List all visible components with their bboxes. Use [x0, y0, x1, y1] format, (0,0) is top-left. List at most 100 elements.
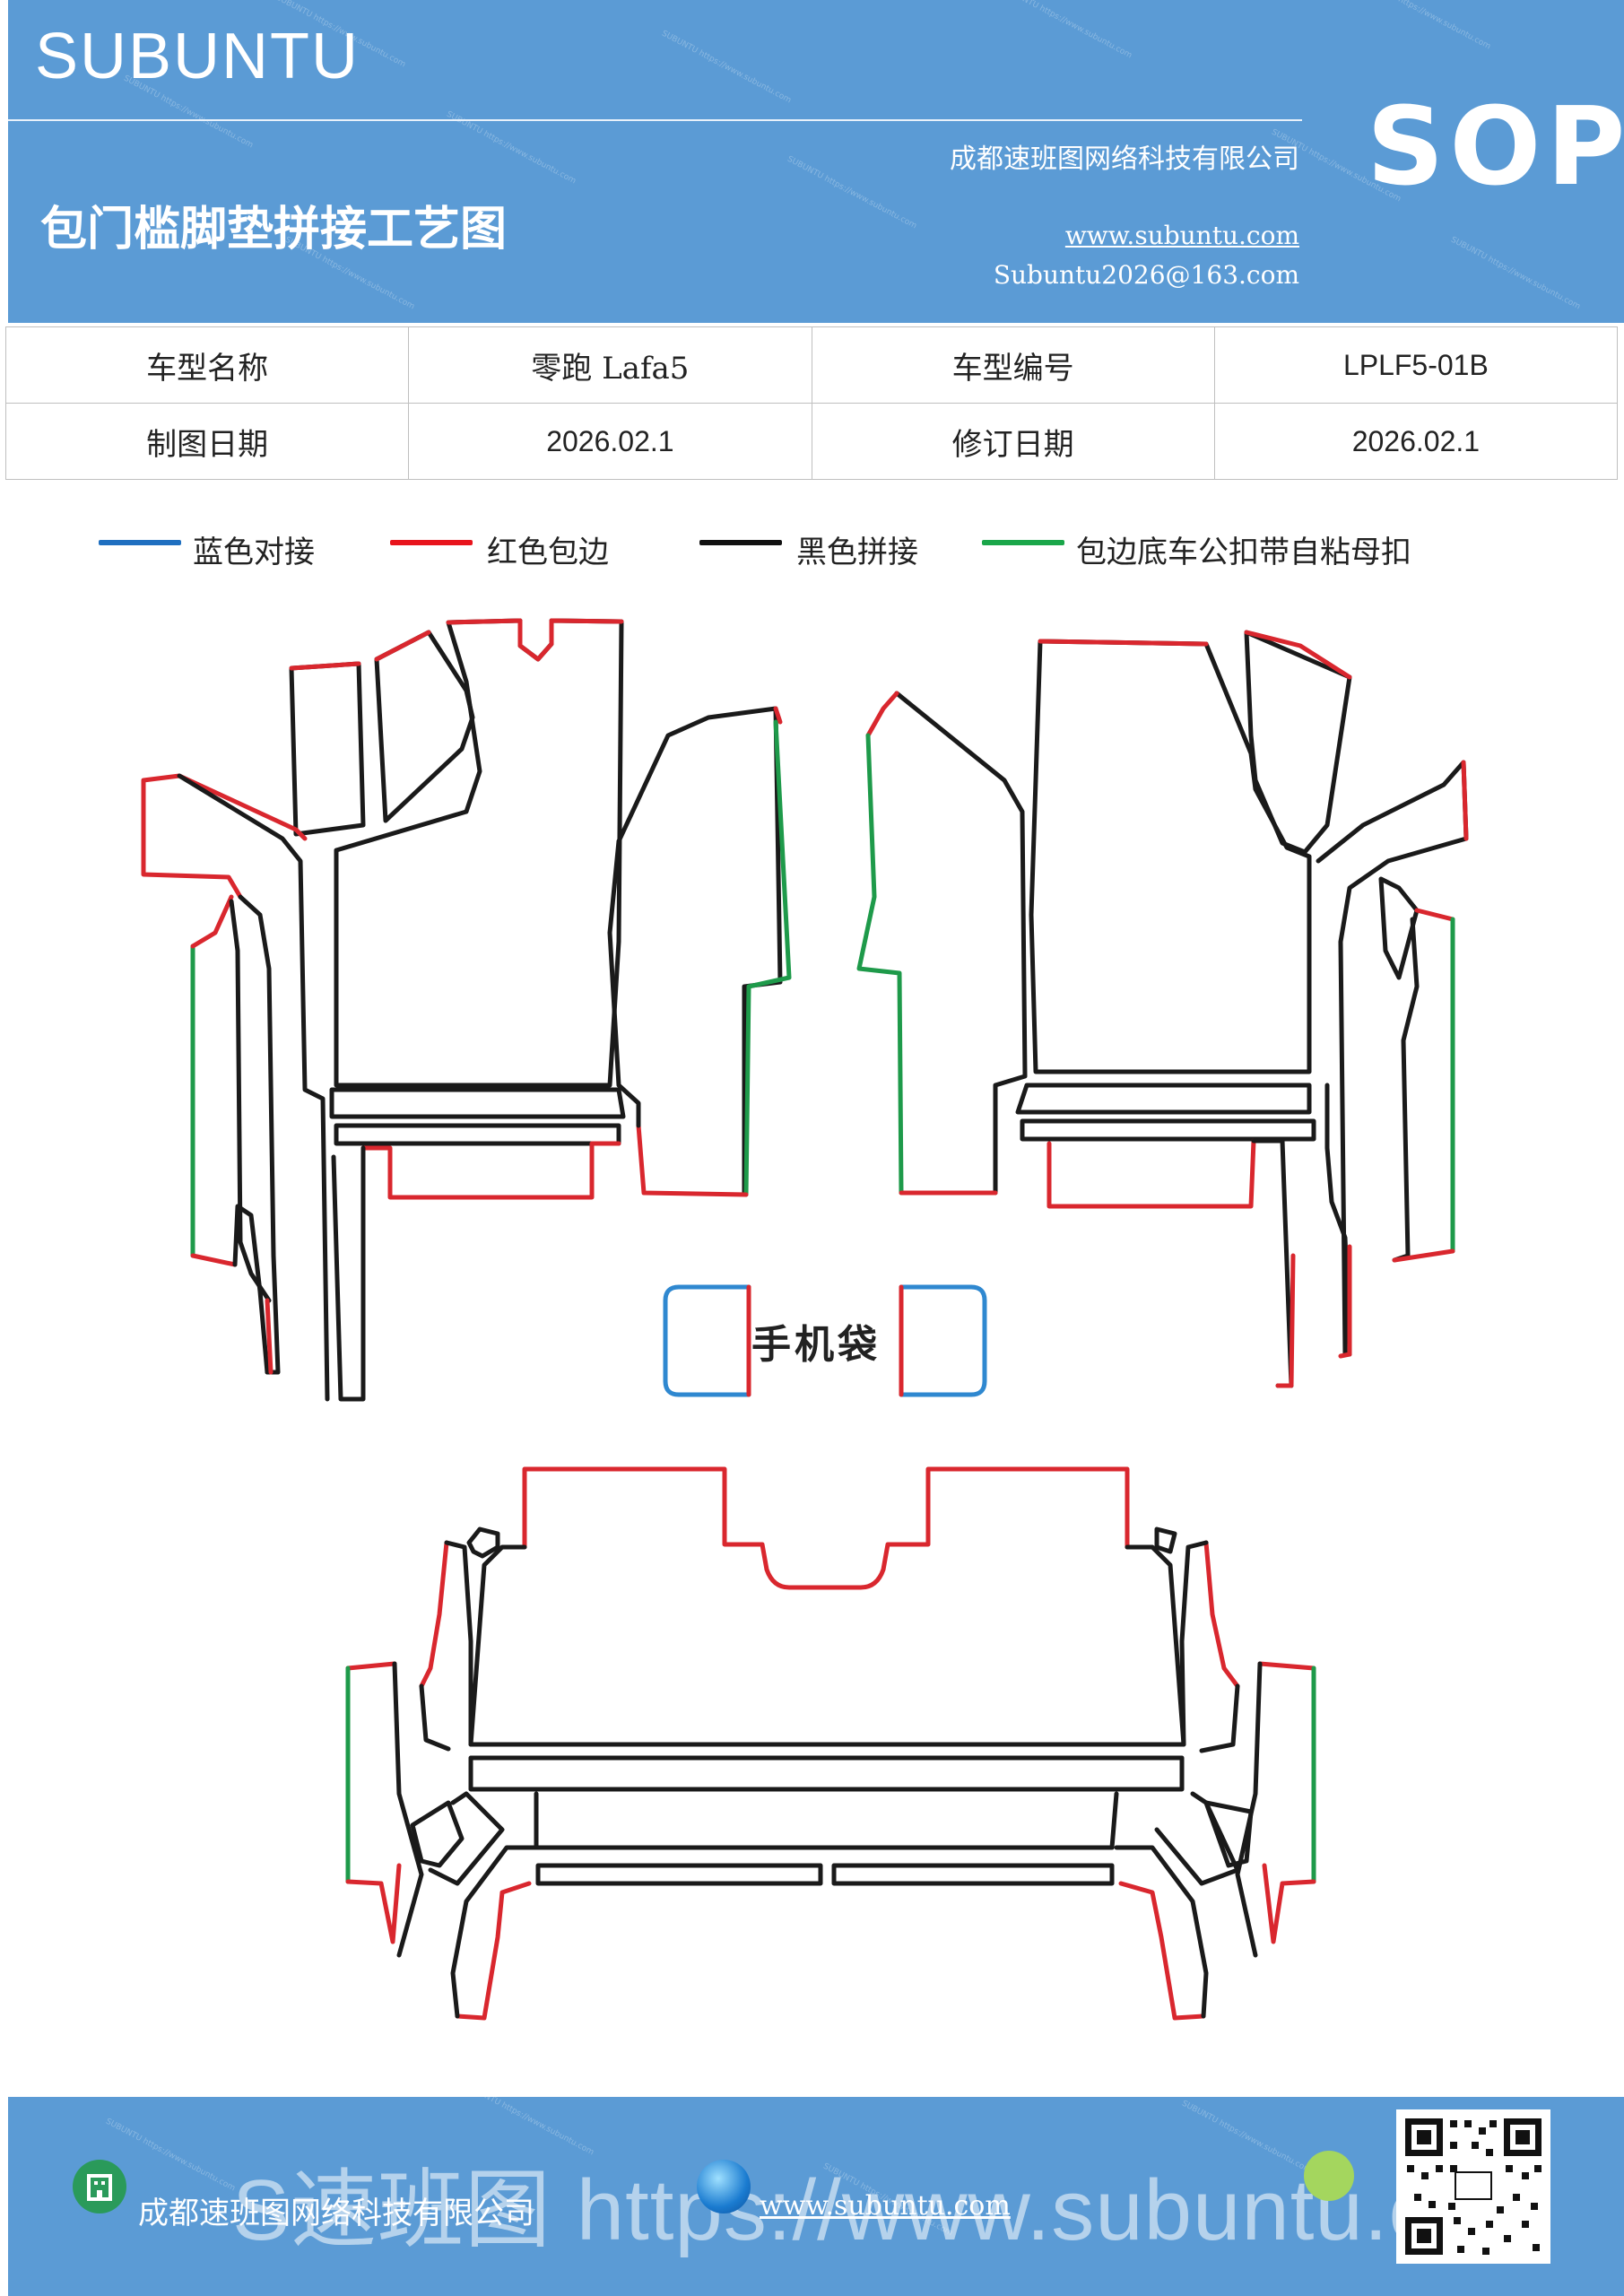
red-edge [265, 1298, 274, 1375]
watermark: SUBUNTU https://www.subuntu.com [1001, 0, 1133, 61]
legend-swatch [390, 540, 473, 545]
red-edge [1257, 1661, 1316, 1671]
mat-piece [238, 894, 281, 1375]
header-banner: SUBUNTU https://www.subuntu.com SUBUNTU … [8, 0, 1624, 323]
vehicle-info-table: 车型名称 零跑 Lafa5 车型编号 LPLF5-01B 制图日期 2026.0… [4, 326, 1619, 480]
red-edge [1262, 1863, 1316, 1944]
red-edge [141, 773, 308, 841]
qr-code [1396, 2109, 1550, 2264]
green-edge [856, 733, 904, 1196]
table-cell-value: 零跑 Lafa5 [408, 326, 812, 404]
table-cell-label: 车型名称 [4, 326, 410, 404]
table-cell-value: 2026.02.1 [1213, 403, 1619, 480]
mat-piece [468, 1544, 1186, 1747]
mat-piece [331, 1145, 366, 1402]
header-company: 成都速班图网络科技有限公司 [950, 144, 1299, 175]
phone-pockets [663, 1284, 987, 1397]
red-edge [773, 706, 783, 725]
mat-piece [1029, 639, 1312, 1074]
header-email: Subuntu2026@163.com [993, 260, 1299, 290]
green-edge [743, 719, 792, 1197]
red-edge [455, 1881, 532, 2021]
mat-piece [1251, 1138, 1294, 1388]
threshold-strip [334, 1123, 621, 1146]
threshold-strip [1015, 1083, 1312, 1115]
header-divider [8, 119, 1302, 121]
red-edge [141, 804, 243, 900]
phone-pocket-label: 手机袋 [751, 1322, 881, 1368]
red-edge [345, 1661, 397, 1671]
mat-piece [410, 1800, 465, 1868]
mat-piece [1179, 1540, 1209, 1747]
legend-label: 包边底车公扣带自粘母扣 [1076, 535, 1411, 570]
mat-piece [1114, 1845, 1209, 2019]
legend-label: 蓝色对接 [193, 535, 315, 570]
mat-piece [607, 839, 641, 1128]
table-cell-value: 2026.02.1 [408, 403, 812, 480]
table-cell-value: LPLF5-01B [1213, 326, 1619, 404]
red-edge [636, 1123, 749, 1197]
red-edge [1414, 908, 1455, 922]
footer-banner: SUBUNTU https://www.subuntu.com SUBUNTU … [8, 2097, 1624, 2296]
table-row: 车型名称 零跑 Lafa5 车型编号 LPLF5-01B [4, 326, 1619, 404]
threshold-strip [535, 1863, 823, 1886]
mat-piece [894, 691, 1028, 1196]
table-cell-label: 车型编号 [811, 326, 1215, 404]
legend-swatch [99, 540, 181, 545]
watermark: SUBUNTU https://www.subuntu.com [786, 154, 918, 231]
table-cell-label: 修订日期 [811, 403, 1215, 480]
mat-piece [428, 1791, 505, 1886]
mat-piece [1244, 630, 1352, 855]
mat-piece [616, 706, 783, 1196]
header-website-link[interactable]: www.subuntu.com [1064, 221, 1299, 250]
building-icon [73, 2160, 126, 2213]
page-title: 包门槛脚垫拼接工艺图 [40, 202, 508, 257]
red-edge [1338, 1244, 1352, 1359]
red-edge [1046, 1138, 1256, 1209]
floor-mat-diagram [141, 618, 1469, 2021]
red-edge [1244, 630, 1352, 680]
red-edge [1203, 1540, 1240, 1689]
watermark: SUBUNTU https://www.subuntu.com [1449, 235, 1582, 312]
mat-piece [466, 1526, 500, 1559]
red-edge [1118, 1881, 1206, 2021]
threshold-strip [329, 1087, 626, 1119]
red-edge [865, 691, 899, 738]
globe-icon [697, 2160, 751, 2213]
red-edge [419, 1540, 449, 1689]
red-edge [1038, 639, 1209, 647]
watermark: SUBUNTU https://www.subuntu.com [1359, 0, 1492, 52]
red-edge [1275, 1253, 1296, 1388]
mat-piece [1154, 1526, 1177, 1554]
table-cell-label: 制图日期 [4, 403, 410, 480]
mat-piece [1316, 760, 1469, 1357]
red-edge [190, 894, 234, 949]
red-edge [360, 1141, 621, 1200]
mat-piece [1378, 876, 1420, 980]
legend-label: 黑色拼接 [796, 535, 918, 570]
threshold-strip [1020, 1118, 1316, 1142]
wechat-icon [1304, 2151, 1354, 2201]
watermark: SUBUNTU https://www.subuntu.com [660, 29, 793, 106]
mat-piece [1324, 1083, 1352, 1357]
mat-piece [1235, 1661, 1263, 1958]
mat-piece [534, 1791, 1119, 1850]
legend-swatch [982, 540, 1064, 545]
pocket-right [899, 1284, 987, 1397]
mat-piece [419, 1683, 451, 1752]
red-edge [1461, 760, 1469, 841]
sop-badge: SOP [1367, 85, 1624, 210]
mat-piece [177, 773, 330, 1402]
red-edge [345, 1863, 402, 1944]
red-edge [289, 661, 361, 671]
mat-piece [289, 661, 366, 837]
mat-piece [1154, 1791, 1240, 1886]
watermark: SUBUNTU https://www.subuntu.com [445, 109, 578, 187]
table-row: 制图日期 2026.02.1 修订日期 2026.02.1 [4, 403, 1619, 480]
brand-logo-text: SUBUNTU [35, 21, 360, 92]
legend-label: 红色包边 [487, 535, 609, 570]
footer-website-link[interactable]: www.subuntu.com [760, 2190, 1011, 2222]
mat-piece [232, 1204, 270, 1375]
threshold-strip [468, 1755, 1185, 1792]
footer-company: 成都速班图网络科技有限公司 [138, 2196, 534, 2231]
